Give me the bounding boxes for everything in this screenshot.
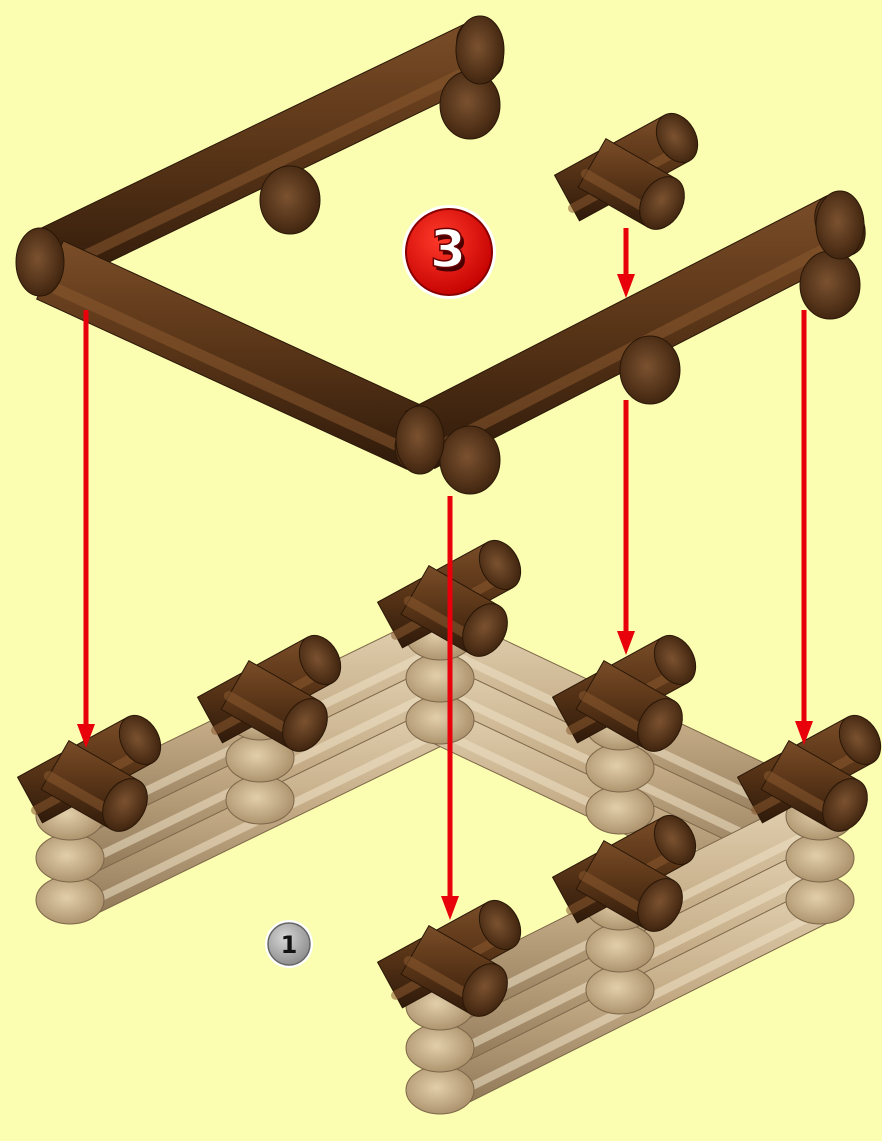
upper-corner-end-1: [456, 16, 504, 84]
lower-corner-end-3-0: [586, 786, 654, 834]
lower-corner-end-2-1: [406, 654, 474, 702]
lower-log-wall-icon: [36, 607, 854, 1114]
drop-arrow-head: [617, 631, 635, 655]
lower-corner-end-2-0: [406, 696, 474, 744]
drop-arrow-icon: [617, 228, 635, 298]
lower-corner-end-5-0: [586, 966, 654, 1014]
loose-log-piece-icon: [555, 106, 706, 237]
upper-corner-end-0: [16, 228, 64, 296]
drop-arrow-icon: [77, 310, 95, 748]
sub-step-badge: 1: [265, 920, 313, 968]
upper-stub-end-3: [800, 251, 860, 319]
upper-stub-end-0: [260, 166, 320, 234]
lower-corner-end-3-1: [586, 744, 654, 792]
drop-arrow-icon: [795, 310, 813, 745]
drop-arrow-head: [441, 896, 459, 920]
lower-corner-end-0-0: [36, 876, 104, 924]
step-badge-label: 3: [430, 220, 466, 280]
lower-corner-end-5-1: [586, 924, 654, 972]
sub-badge-label: 1: [281, 931, 298, 959]
upper-corner-end-3: [816, 191, 864, 259]
lower-corner-end-4-0: [786, 876, 854, 924]
lower-corner-end-4-1: [786, 834, 854, 882]
upper-stub-end-4: [440, 426, 500, 494]
drop-arrow-head: [617, 274, 635, 298]
lower-corner-end-1-0: [226, 776, 294, 824]
loose-piece: [555, 106, 706, 237]
lower-corner-end-0-1: [36, 834, 104, 882]
upper-corner-end-2: [396, 406, 444, 474]
lower-corner-end-6-0: [406, 1066, 474, 1114]
upper-log-front-left: [37, 241, 455, 479]
drop-arrow-icon: [617, 400, 635, 655]
log-highlight: [44, 283, 414, 453]
step-number-badge: 3 3: [402, 205, 496, 299]
lower-corner-end-6-1: [406, 1024, 474, 1072]
upper-stub-end-2: [620, 336, 680, 404]
